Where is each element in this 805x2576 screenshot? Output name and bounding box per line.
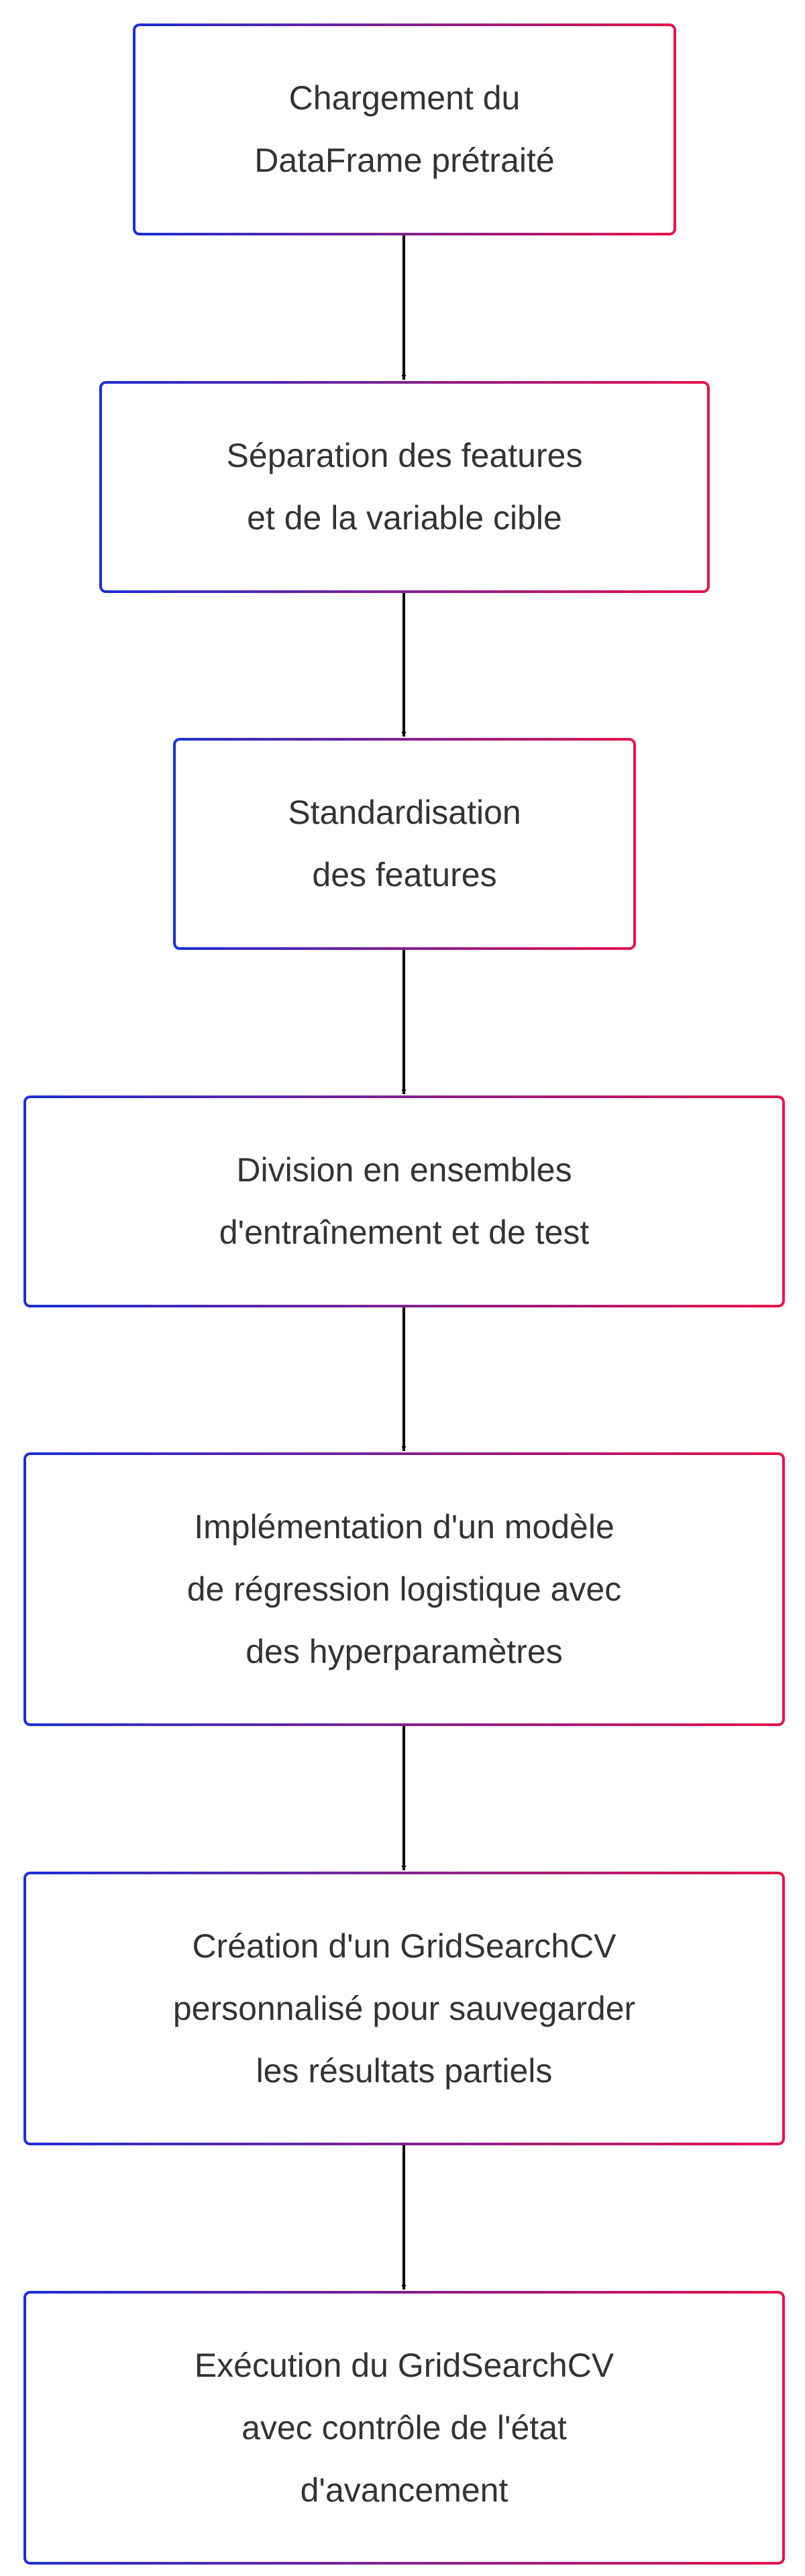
step-run-gridsearchcv: Exécution du GridSearchCV avec contrôle … [23, 2291, 785, 2565]
step-standardize-features-label: Standardisation des features [288, 794, 521, 894]
step-train-test-split-label: Division en ensembles d'entraînement et … [219, 1151, 590, 1251]
step-split-features-target: Séparation des features et de la variabl… [99, 381, 710, 593]
step-custom-gridsearchcv: Création d'un GridSearchCV personnalisé … [23, 1872, 785, 2145]
step-load-dataframe-label: Chargement du DataFrame prétraité [254, 79, 555, 179]
step-logistic-regression-model-label: Implémentation d'un modèle de régression… [186, 1507, 622, 1670]
step-standardize-features: Standardisation des features [173, 738, 636, 950]
step-split-features-target-label: Séparation des features et de la variabl… [226, 437, 583, 537]
step-run-gridsearchcv-label: Exécution du GridSearchCV avec contrôle … [194, 2346, 614, 2509]
step-train-test-split: Division en ensembles d'entraînement et … [23, 1095, 785, 1307]
step-load-dataframe: Chargement du DataFrame prétraité [133, 23, 676, 235]
step-custom-gridsearchcv-label: Création d'un GridSearchCV personnalisé … [172, 1927, 636, 2090]
step-logistic-regression-model: Implémentation d'un modèle de régression… [23, 1452, 785, 1726]
